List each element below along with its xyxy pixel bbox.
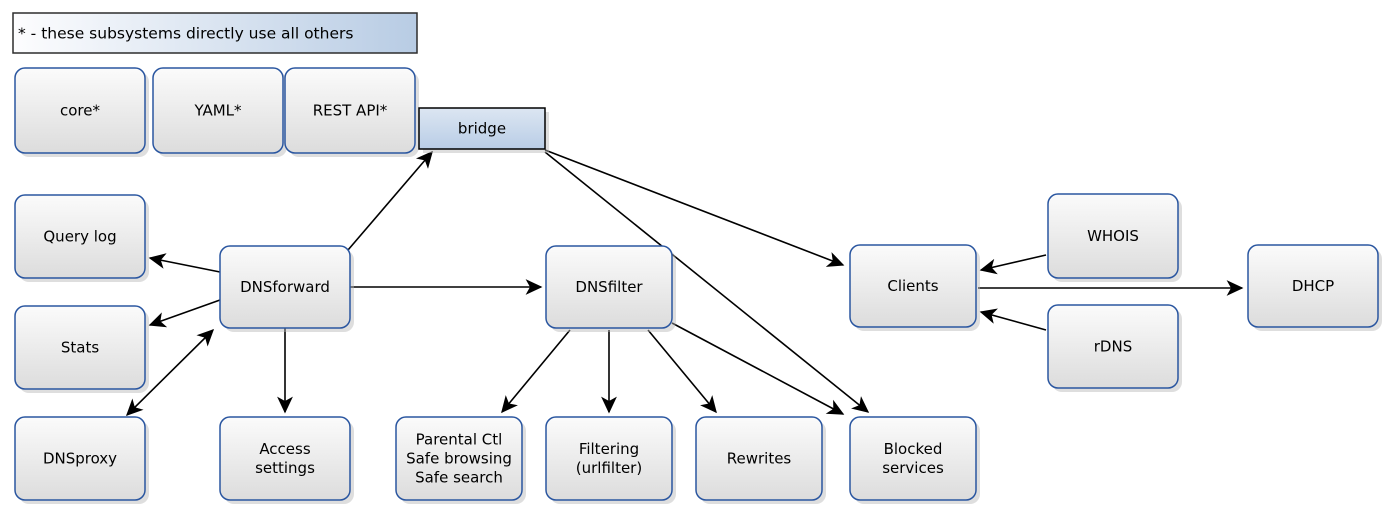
node-label-rdns: rDNS xyxy=(1094,337,1132,355)
edge-dnsforward-querylog xyxy=(148,253,221,273)
node-rewrites[interactable]: Rewrites xyxy=(695,416,826,504)
edge-dnsfilter-blocked xyxy=(671,322,845,415)
node-box xyxy=(14,194,146,279)
node-label-rewrites: Rewrites xyxy=(727,449,792,467)
node-box xyxy=(849,416,977,501)
node-whois[interactable]: WHOIS xyxy=(1047,193,1182,282)
node-box xyxy=(545,245,673,329)
node-stats[interactable]: Stats xyxy=(14,305,149,393)
edges-layer xyxy=(125,149,1244,417)
node-label-dhcp: DHCP xyxy=(1292,277,1334,295)
node-filtering[interactable]: Filtering(urlfilter) xyxy=(545,416,676,504)
node-box xyxy=(695,416,823,501)
edge-whois-clients xyxy=(979,254,1047,275)
node-label-dnsforward: DNSforward xyxy=(240,278,330,296)
node-rdns[interactable]: rDNS xyxy=(1047,304,1182,392)
node-querylog[interactable]: Query log xyxy=(14,194,149,282)
edge-dnsfilter-rewrites xyxy=(647,329,717,414)
node-box xyxy=(395,416,523,501)
edge-rdns-clients xyxy=(979,308,1047,331)
node-dnsforward[interactable]: DNSforward xyxy=(219,245,354,332)
legend-box: * - these subsystems directly use all ot… xyxy=(12,12,418,54)
node-label-clients: Clients xyxy=(887,277,938,295)
edge-dnsforward-stats xyxy=(148,299,221,328)
node-dhcp[interactable]: DHCP xyxy=(1247,244,1382,331)
node-box xyxy=(219,245,351,329)
node-label-dnsfilter: DNSfilter xyxy=(575,278,643,296)
node-core[interactable]: core* xyxy=(14,67,149,157)
node-box xyxy=(219,416,351,501)
node-label-filtering: Filtering(urlfilter) xyxy=(576,440,642,477)
node-label-querylog: Query log xyxy=(43,227,116,245)
node-label-bridge: bridge xyxy=(458,119,506,137)
node-rest[interactable]: REST API* xyxy=(284,67,419,157)
node-label-whois: WHOIS xyxy=(1087,227,1139,245)
node-box xyxy=(152,67,284,154)
node-label-rest: REST API* xyxy=(313,101,388,119)
node-label-yaml: YAML* xyxy=(193,101,242,119)
node-box xyxy=(1047,304,1179,389)
node-bridge[interactable]: bridge xyxy=(418,107,549,153)
node-box xyxy=(545,416,673,501)
node-box xyxy=(1247,244,1379,328)
node-box xyxy=(14,416,146,501)
node-label-core: core* xyxy=(60,101,100,119)
node-box xyxy=(849,244,977,328)
node-box xyxy=(14,305,146,390)
node-label-stats: Stats xyxy=(61,338,99,356)
legend-text: * - these subsystems directly use all ot… xyxy=(18,25,353,43)
node-box xyxy=(14,67,146,154)
node-box xyxy=(418,107,546,150)
edge-dnsforward-bridge xyxy=(347,150,433,251)
node-dnsfilter[interactable]: DNSfilter xyxy=(545,245,676,332)
node-box xyxy=(284,67,416,154)
node-clients[interactable]: Clients xyxy=(849,244,980,331)
edge-bridge-blocked xyxy=(544,151,870,413)
edge-dnsforward-dnsproxy xyxy=(125,328,215,417)
node-yaml[interactable]: YAML* xyxy=(152,67,287,157)
node-label-dnsproxy: DNSproxy xyxy=(43,449,117,467)
node-box xyxy=(1047,193,1179,279)
legend-box-rect xyxy=(12,12,418,54)
edge-bridge-clients xyxy=(544,149,845,267)
node-dnsproxy[interactable]: DNSproxy xyxy=(14,416,149,504)
edge-dnsfilter-parental xyxy=(501,329,571,414)
